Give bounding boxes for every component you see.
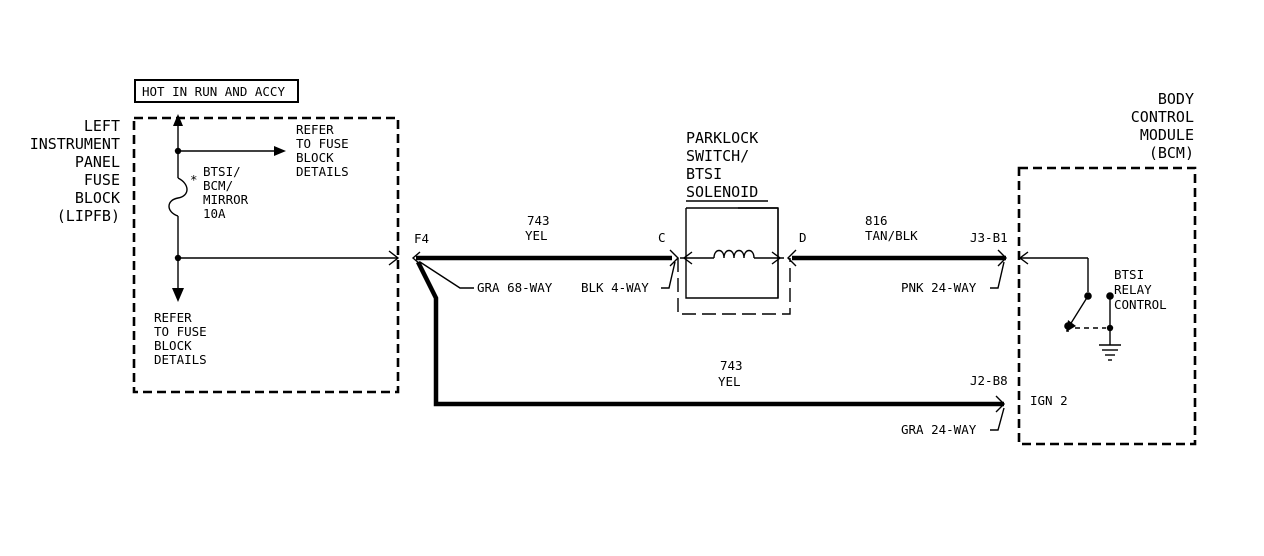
bcm-outline xyxy=(1017,166,1197,446)
svg-text:MODULE: MODULE xyxy=(1140,126,1194,144)
bcm-title: BODY CONTROL MODULE (BCM) xyxy=(1131,90,1194,162)
fuse-block-outline xyxy=(132,116,400,394)
connector-d-marker xyxy=(787,249,797,267)
connector-pnk24: PNK 24-WAY xyxy=(901,280,977,295)
switch-pin-d: D xyxy=(799,230,807,245)
svg-text:REFER: REFER xyxy=(154,310,192,325)
refer-note-top: REFER TO FUSE BLOCK DETAILS xyxy=(296,122,349,179)
wire-816-label: 816 TAN/BLK xyxy=(865,213,918,243)
svg-text:CONTROL: CONTROL xyxy=(1114,297,1167,312)
fuse-block-title: LEFT INSTRUMENT PANEL FUSE BLOCK (LIPFB) xyxy=(30,117,120,225)
svg-text:816: 816 xyxy=(865,213,888,228)
svg-text:(LIPFB): (LIPFB) xyxy=(57,207,120,225)
fuse-icon xyxy=(168,177,188,217)
svg-text:DETAILS: DETAILS xyxy=(296,164,349,179)
pnk24-leader xyxy=(990,261,1005,289)
connector-gra68: GRA 68-WAY xyxy=(477,280,553,295)
svg-text:PANEL: PANEL xyxy=(75,153,120,171)
svg-text:INSTRUMENT: INSTRUMENT xyxy=(30,135,120,153)
svg-text:RELAY: RELAY xyxy=(1114,282,1152,297)
svg-text:*: * xyxy=(190,172,198,187)
power-label-box xyxy=(134,79,299,103)
solenoid-coil-icon xyxy=(713,249,755,259)
svg-text:BODY: BODY xyxy=(1158,90,1194,108)
terminal-f4: F4 xyxy=(414,231,429,246)
ground-icon xyxy=(1099,344,1121,361)
refer-note-bottom: REFER TO FUSE BLOCK DETAILS xyxy=(154,310,207,367)
svg-text:BLOCK: BLOCK xyxy=(75,189,120,207)
fuse-bus xyxy=(168,114,400,302)
svg-text:DETAILS: DETAILS xyxy=(154,352,207,367)
svg-text:YEL: YEL xyxy=(718,374,741,389)
svg-text:LEFT: LEFT xyxy=(84,117,120,135)
svg-text:FUSE: FUSE xyxy=(84,171,120,189)
svg-text:BTSI/: BTSI/ xyxy=(203,164,241,179)
gra68-leader xyxy=(419,261,474,289)
bcm-pin-j3: J3-B1 xyxy=(970,230,1008,245)
ign-label: IGN 2 xyxy=(1030,393,1068,408)
bcm-pin-j2: J2-B8 xyxy=(970,373,1008,388)
wire-743-lower-label: 743 YEL xyxy=(718,358,743,389)
svg-text:BTSI: BTSI xyxy=(686,165,722,183)
svg-text:(BCM): (BCM) xyxy=(1149,144,1194,162)
svg-text:743: 743 xyxy=(720,358,743,373)
svg-text:BLOCK: BLOCK xyxy=(154,338,192,353)
svg-text:TAN/BLK: TAN/BLK xyxy=(865,228,918,243)
svg-text:SWITCH/: SWITCH/ xyxy=(686,147,749,165)
switch-pin-c: C xyxy=(658,230,666,245)
svg-text:TO FUSE: TO FUSE xyxy=(154,324,207,339)
svg-text:BLOCK: BLOCK xyxy=(296,150,334,165)
power-label: HOT IN RUN AND ACCY xyxy=(142,84,285,99)
fuse-label: * BTSI/ BCM/ MIRROR 10A xyxy=(190,164,249,221)
switch-title: PARKLOCK SWITCH/ BTSI SOLENOID xyxy=(686,129,758,201)
svg-text:MIRROR: MIRROR xyxy=(203,192,249,207)
svg-text:TO FUSE: TO FUSE xyxy=(296,136,349,151)
svg-text:743: 743 xyxy=(527,213,550,228)
svg-text:BTSI: BTSI xyxy=(1114,267,1144,282)
svg-text:PARKLOCK: PARKLOCK xyxy=(686,129,758,147)
btsi-relay xyxy=(1018,251,1121,361)
svg-text:REFER: REFER xyxy=(296,122,334,137)
gra24-leader xyxy=(990,407,1005,431)
blk4-leader xyxy=(661,261,676,289)
connector-blk4: BLK 4-WAY xyxy=(581,280,649,295)
svg-text:YEL: YEL xyxy=(525,228,548,243)
svg-text:CONTROL: CONTROL xyxy=(1131,108,1194,126)
solenoid-component xyxy=(677,207,791,315)
svg-text:10A: 10A xyxy=(203,206,226,221)
wire-743-upper-label: 743 YEL xyxy=(525,213,550,243)
relay-label: BTSI RELAY CONTROL xyxy=(1114,267,1167,312)
connector-gra24: GRA 24-WAY xyxy=(901,422,977,437)
svg-text:BCM/: BCM/ xyxy=(203,178,233,193)
connector-f4-marker xyxy=(411,251,421,265)
svg-text:SOLENOID: SOLENOID xyxy=(686,183,758,201)
wire-743-lower xyxy=(415,260,1004,407)
